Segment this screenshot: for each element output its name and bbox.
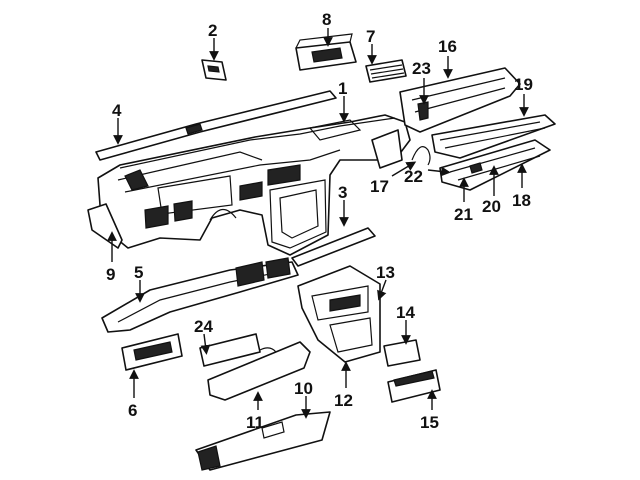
callout-21: 21 xyxy=(454,205,473,224)
callout-20: 20 xyxy=(482,197,501,216)
callout-8: 8 xyxy=(322,10,331,29)
callout-4: 4 xyxy=(112,101,122,120)
part-lower-trim xyxy=(195,411,331,471)
part-glove-box-bin xyxy=(431,114,556,159)
part-switch-bezel xyxy=(121,333,183,371)
part-retainer xyxy=(417,101,429,121)
callout-16: 16 xyxy=(438,37,457,56)
callout-1: 1 xyxy=(338,79,347,98)
part-ashtray xyxy=(387,369,441,403)
part-instrument-panel xyxy=(97,114,411,256)
callout-15: 15 xyxy=(420,413,439,432)
callout-11: 11 xyxy=(246,413,264,432)
callout-17: 17 xyxy=(370,177,389,196)
part-radio-pocket xyxy=(295,33,357,71)
callout-24: 24 xyxy=(194,317,213,336)
part-plate xyxy=(199,333,261,367)
part-bracket xyxy=(201,59,227,81)
callout-5: 5 xyxy=(134,263,143,282)
part-wire xyxy=(411,146,431,166)
part-console xyxy=(297,265,381,363)
part-vent xyxy=(365,59,407,83)
callout-3: 3 xyxy=(338,183,347,202)
callout-10: 10 xyxy=(294,379,313,398)
part-knee-bolster xyxy=(207,341,311,401)
callout-6: 6 xyxy=(128,401,137,420)
callout-lines xyxy=(107,28,529,419)
callout-9: 9 xyxy=(106,265,115,284)
part-trim-molding xyxy=(291,227,376,267)
callout-14: 14 xyxy=(396,303,415,322)
part-defroster-strip xyxy=(95,90,337,161)
callout-18: 18 xyxy=(512,191,531,210)
callout-7: 7 xyxy=(366,27,375,46)
part-insert xyxy=(383,339,421,367)
callout-13: 13 xyxy=(376,263,395,282)
callout-2: 2 xyxy=(208,21,217,40)
callout-labels: 1 2 3 4 5 6 7 8 9 10 11 12 13 14 15 16 1… xyxy=(106,10,533,432)
callout-23: 23 xyxy=(412,59,431,78)
callout-12: 12 xyxy=(334,391,353,410)
callout-22: 22 xyxy=(404,167,423,186)
callout-19: 19 xyxy=(514,75,533,94)
part-lower-panel xyxy=(101,257,299,333)
